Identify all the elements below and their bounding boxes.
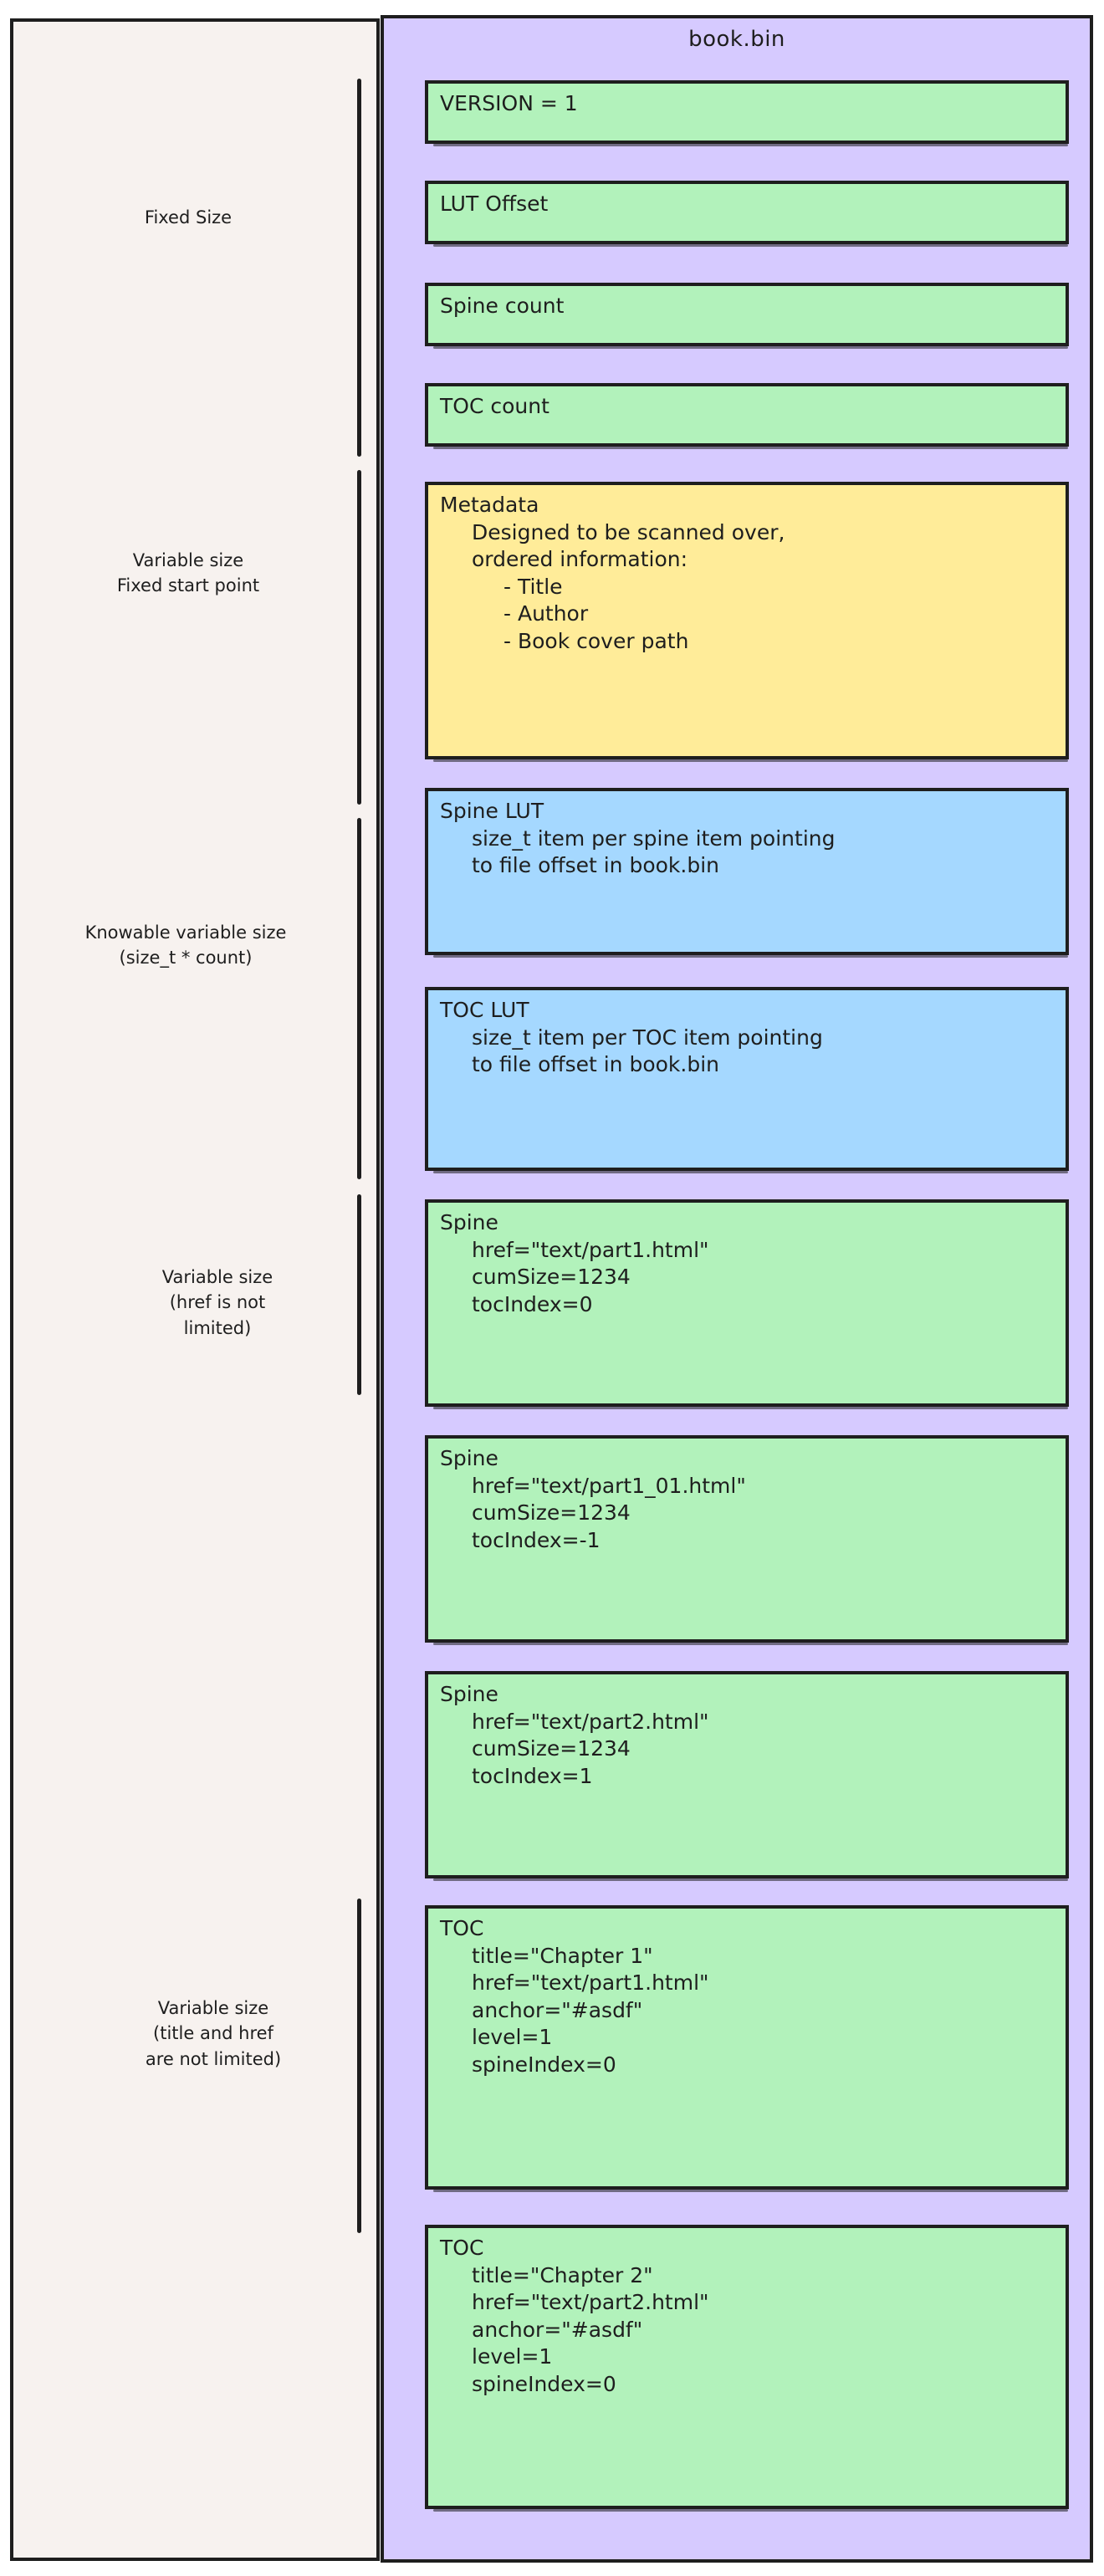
page-title: book.bin [688, 27, 785, 52]
block-line: TOC LUT [440, 998, 529, 1022]
block-line: tocIndex=0 [472, 1291, 593, 1316]
block-line: - Title [503, 574, 563, 599]
block-line: href="text/part1.html" [472, 1970, 709, 1995]
block-toc-lut: TOC LUT size_t item per TOC item pointing… [425, 987, 1069, 1173]
block-line: cumSize=1234 [472, 1736, 631, 1761]
block-line: spineIndex=0 [472, 2371, 616, 2396]
block-line: - Author [503, 601, 589, 626]
bracket-variable-title-href [357, 1899, 361, 2233]
left-annotation-panel [10, 18, 380, 2561]
block-version: VERSION = 1 [425, 80, 1069, 146]
block-line: size_t item per spine item pointing [472, 825, 836, 851]
block-toc-1: TOC title="Chapter 1"href="text/part1.htm… [425, 1905, 1069, 2192]
block-line: size_t item per TOC item pointing [472, 1025, 823, 1050]
block-line: Spine [440, 1682, 498, 1706]
block-line: anchor="#asdf" [472, 2317, 643, 2342]
block-line: tocIndex=-1 [472, 1527, 601, 1552]
block-line: Spine LUT [440, 799, 544, 823]
bracket-variable-href [357, 1194, 361, 1395]
block-line: TOC [440, 2236, 484, 2260]
block-line: LUT Offset [440, 192, 549, 216]
block-line: Spine count [440, 294, 565, 318]
block-spine-count: Spine count [425, 283, 1069, 349]
bracket-fixed-size [357, 79, 361, 457]
block-line: href="text/part2.html" [472, 2290, 709, 2314]
block-line: href="text/part2.html" [472, 1709, 709, 1734]
block-line: Metadata [440, 493, 539, 517]
block-line: Designed to be scanned over, [472, 519, 785, 544]
block-line: - Book cover path [503, 628, 689, 653]
region-label-variable-href: Variable size (href is not limited) [161, 1267, 273, 1338]
block-line: cumSize=1234 [472, 1500, 631, 1525]
region-label-variable-fixed-start: Variable size Fixed start point [116, 550, 260, 596]
region-label-knowable-variable: Knowable variable size (size_t * count) [84, 923, 287, 969]
block-line: href="text/part1_01.html" [472, 1473, 746, 1498]
block-line: ordered information: [472, 547, 688, 571]
block-line: level=1 [472, 2025, 553, 2049]
block-line: Spine [440, 1210, 498, 1234]
block-line: level=1 [472, 2344, 553, 2369]
block-line: title="Chapter 1" [472, 1943, 653, 1968]
block-line: TOC [440, 1916, 484, 1940]
block-lut-offset: LUT Offset [425, 181, 1069, 247]
block-line: tocIndex=1 [472, 1763, 593, 1788]
region-label-variable-title-href: Variable size (title and href are not li… [145, 1998, 282, 2069]
bracket-knowable-variable [357, 818, 361, 1179]
block-line: spineIndex=0 [472, 2052, 616, 2077]
block-line: VERSION = 1 [440, 91, 578, 115]
block-line: cumSize=1234 [472, 1265, 631, 1289]
region-label-fixed-size: Fixed Size [144, 207, 233, 227]
block-line: href="text/part1.html" [472, 1237, 709, 1262]
block-line: Spine [440, 1446, 498, 1470]
block-line: anchor="#asdf" [472, 1997, 643, 2022]
bracket-variable-fixed-start [357, 470, 361, 805]
block-line: TOC count [440, 394, 549, 418]
block-line: to file offset in book.bin [472, 853, 720, 877]
block-line: title="Chapter 2" [472, 2262, 653, 2287]
block-toc-count: TOC count [425, 383, 1069, 449]
block-line: to file offset in book.bin [472, 1052, 720, 1076]
block-spine-2: Spine href="text/part1_01.html"cumSize=12… [425, 1435, 1069, 1645]
